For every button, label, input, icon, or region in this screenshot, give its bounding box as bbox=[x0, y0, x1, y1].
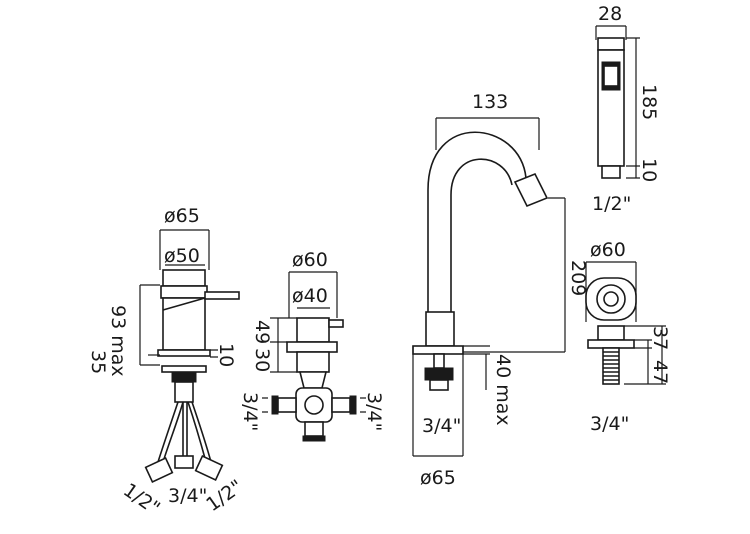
handshower-dim-10-label: 10 bbox=[638, 158, 660, 182]
wall-outlet-dia-label: ø60 bbox=[590, 239, 626, 261]
basin-control-body bbox=[157, 269, 240, 357]
wall-outlet-dim-47-label: 47 bbox=[649, 360, 671, 384]
basin-fixing-nut bbox=[161, 365, 207, 403]
handshower-length-label: 185 bbox=[638, 84, 660, 120]
handshower-body bbox=[597, 37, 625, 179]
spout-base bbox=[412, 311, 464, 391]
wall-outlet-conn-label: 3/4" bbox=[590, 413, 629, 435]
diverter-valve: ø60 ø40 49 30 3/4" 3/4" bbox=[239, 249, 385, 442]
handshower-width-label: 28 bbox=[598, 3, 622, 25]
wall-outlet-dim-37-label: 37 bbox=[649, 326, 671, 350]
basin-height-35-label: 35 bbox=[87, 350, 109, 374]
diverter-dia-inner-label: ø40 bbox=[292, 285, 328, 307]
spout-dim-40-max-label: 40 max bbox=[492, 354, 514, 426]
diverter-dim-49-label: 49 bbox=[251, 320, 273, 344]
wall-outlet-front-view bbox=[585, 277, 637, 321]
basin-conn-mid-label: 3/4" bbox=[168, 485, 207, 507]
diverter-conn-left-label: 3/4" bbox=[239, 392, 261, 431]
basin-dim-10-label: 10 bbox=[215, 343, 237, 367]
handshower-conn-label: 1/2" bbox=[592, 193, 631, 215]
spout-outlet bbox=[513, 172, 549, 208]
spout-reach-label: 133 bbox=[472, 91, 508, 113]
spout-conn-label: 3/4" bbox=[422, 415, 461, 437]
spout: 133 209 40 max 3/4" ø65 bbox=[412, 91, 589, 489]
diverter-conn-right-label: 3/4" bbox=[363, 392, 385, 431]
handshower: 28 185 10 1/2" bbox=[592, 3, 660, 215]
diverter-body bbox=[286, 317, 344, 389]
basin-flexible-hoses bbox=[144, 401, 224, 483]
basin-conn-right-label: 1/2" bbox=[202, 476, 247, 517]
wall-outlet-side-view bbox=[587, 325, 635, 385]
basin-dia-inner-label: ø50 bbox=[164, 245, 200, 267]
spout-base-dia-label: ø65 bbox=[420, 467, 456, 489]
diverter-valve-block bbox=[271, 387, 357, 442]
diverter-dia-outer-label: ø60 bbox=[292, 249, 328, 271]
diverter-dim-30-label: 30 bbox=[251, 348, 273, 372]
basin-control: ø65 ø50 93 max 35 10 bbox=[87, 205, 247, 520]
wall-outlet: ø60 37 47 3/4" bbox=[585, 239, 671, 435]
basin-conn-left-label: 1/2" bbox=[119, 479, 164, 520]
basin-height-93-label: 93 max bbox=[107, 305, 129, 377]
spout-height-label: 209 bbox=[567, 260, 589, 296]
basin-dia-outer-label: ø65 bbox=[164, 205, 200, 227]
